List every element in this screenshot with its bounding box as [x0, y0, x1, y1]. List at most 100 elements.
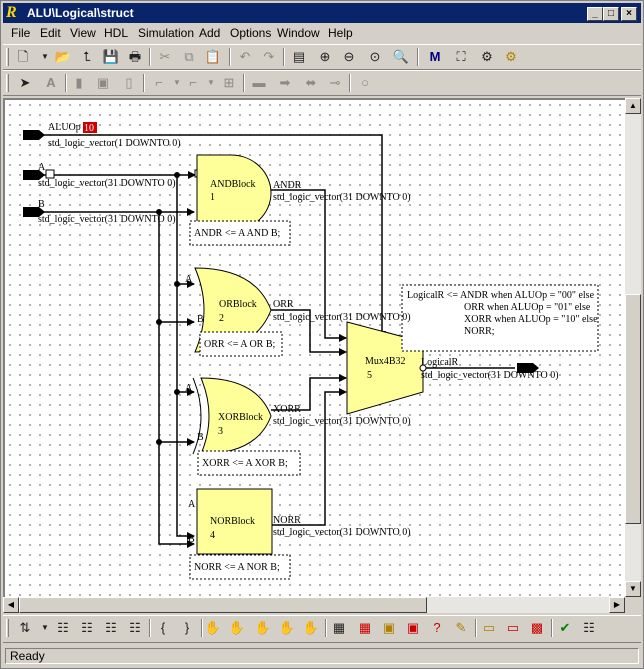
- menu-add[interactable]: Add: [199, 26, 221, 40]
- hand-cross-icon[interactable]: ✋: [228, 620, 246, 635]
- add-component-icon[interactable]: ▣: [96, 75, 110, 90]
- menu-options[interactable]: Options: [230, 26, 272, 40]
- menu-window[interactable]: Window: [277, 26, 320, 40]
- xor-code-text: XORR <= A XOR B;: [202, 458, 288, 469]
- zoom-in-icon[interactable]: ⊕: [319, 49, 331, 64]
- connector-icon[interactable]: ○: [361, 75, 369, 90]
- toolbar-separator: [325, 619, 327, 637]
- toolbar-grip: [6, 48, 9, 66]
- xor-block[interactable]: [200, 377, 272, 455]
- nor-code-box[interactable]: [189, 554, 291, 580]
- note-cross-icon[interactable]: ▣: [406, 620, 420, 635]
- dropdown-arrow-icon[interactable]: ▼: [173, 78, 181, 87]
- hand-select-icon[interactable]: ✋: [302, 620, 320, 635]
- vertical-scroll-thumb[interactable]: [625, 294, 641, 524]
- add-bus-icon[interactable]: ⌐: [189, 75, 197, 90]
- paste-icon[interactable]: 📋: [204, 49, 222, 64]
- number-cross-icon[interactable]: ▭: [506, 620, 520, 635]
- menu-file[interactable]: File: [11, 26, 31, 40]
- block-diagram-canvas[interactable]: ALUOp 10 std_logic_vector(1 DOWNTO 0) A …: [3, 98, 625, 597]
- modelsim-icon[interactable]: M: [429, 49, 441, 64]
- horizontal-scrollbar[interactable]: ◀ ▶: [3, 597, 625, 613]
- list-mark-icon[interactable]: ☷: [81, 620, 93, 635]
- toolbar-grip: [6, 74, 9, 92]
- help-cross-icon[interactable]: ?: [433, 620, 441, 635]
- text-tool-icon[interactable]: A: [46, 75, 56, 90]
- select-arrow-icon[interactable]: ➤: [19, 75, 31, 90]
- list-up-icon[interactable]: ☷: [105, 620, 117, 635]
- mux-code-box[interactable]: [401, 284, 599, 352]
- add-block-icon[interactable]: ▮: [75, 75, 83, 90]
- zoom-area-icon[interactable]: 🔍: [392, 49, 410, 64]
- horizontal-scroll-thumb[interactable]: [19, 597, 427, 613]
- buffer-port-icon[interactable]: ⊸: [329, 75, 341, 90]
- maximize-button[interactable]: □: [603, 7, 619, 21]
- table-icon[interactable]: ▦: [332, 620, 346, 635]
- dropdown-arrow-icon[interactable]: ▼: [207, 78, 215, 87]
- dropdown-arrow-icon[interactable]: ▼: [41, 52, 49, 61]
- xor-code-box[interactable]: [197, 450, 301, 476]
- close-button[interactable]: ×: [621, 7, 637, 21]
- zoom-fit-icon[interactable]: ⊙: [369, 49, 381, 64]
- or-code-box[interactable]: [199, 331, 283, 357]
- and-block[interactable]: [196, 154, 272, 232]
- minimize-button[interactable]: _: [587, 7, 603, 21]
- zoom-out-icon[interactable]: ⊖: [343, 49, 355, 64]
- list-check-icon[interactable]: ☷: [583, 620, 595, 635]
- number-icon[interactable]: ▭: [482, 620, 496, 635]
- highlight-pen-icon[interactable]: ✎: [455, 620, 467, 635]
- menu-simulation[interactable]: Simulation: [138, 26, 195, 40]
- title-bar[interactable]: R ALU\Logical\struct _ □ ×: [3, 3, 641, 23]
- scroll-right-icon[interactable]: ▶: [609, 597, 625, 613]
- menu-view[interactable]: View: [70, 26, 96, 40]
- table-cross-icon[interactable]: ▦: [358, 620, 372, 635]
- mux-code-line: XORR when ALUOp = "10" else: [464, 314, 598, 325]
- redo-icon[interactable]: ↷: [263, 49, 275, 64]
- hierarchy-icon[interactable]: ⛶: [456, 49, 466, 64]
- print-icon[interactable]: 🖶: [128, 49, 142, 64]
- scroll-up-icon[interactable]: ▲: [625, 98, 641, 114]
- inout-port-icon[interactable]: ⬌: [305, 75, 317, 90]
- and-code-box[interactable]: [189, 220, 291, 246]
- open-folder-icon[interactable]: 📂: [54, 49, 72, 64]
- brace-close-icon[interactable]: }: [184, 620, 190, 635]
- add-embedded-icon[interactable]: ▯: [125, 75, 133, 90]
- sort-icon[interactable]: ⇅: [19, 620, 31, 635]
- input-port-icon[interactable]: ▬: [252, 75, 266, 90]
- aluop-port-icon[interactable]: [23, 130, 45, 140]
- save-icon[interactable]: 💾: [102, 49, 120, 64]
- cut-icon[interactable]: ✂: [159, 49, 171, 64]
- grid-cross-icon[interactable]: ▩: [530, 620, 544, 635]
- a-port-icon[interactable]: [23, 170, 45, 180]
- output-port-icon[interactable]: ➡: [279, 75, 291, 90]
- check-icon[interactable]: ✔: [559, 620, 571, 635]
- new-file-icon[interactable]: 🗋: [17, 49, 29, 64]
- dropdown-arrow-icon[interactable]: ▼: [41, 623, 49, 632]
- scroll-down-icon[interactable]: ▼: [625, 581, 641, 597]
- logicalr-port-icon[interactable]: [517, 363, 539, 373]
- menu-edit[interactable]: Edit: [40, 26, 61, 40]
- add-signal-icon[interactable]: ⌐: [155, 75, 163, 90]
- note-icon[interactable]: ▣: [382, 620, 396, 635]
- hand-blue-icon[interactable]: ✋: [278, 620, 296, 635]
- bundle-icon[interactable]: ⊞: [223, 75, 235, 90]
- toolbar-separator: [349, 74, 351, 92]
- components-icon[interactable]: ⚙: [481, 49, 493, 64]
- brace-open-icon[interactable]: {: [160, 620, 166, 635]
- list-align-icon[interactable]: ☷: [129, 620, 141, 635]
- properties-icon[interactable]: ▤: [292, 49, 306, 64]
- menu-hdl[interactable]: HDL: [104, 26, 129, 40]
- hand-icon[interactable]: ✋: [204, 620, 222, 635]
- undo-icon[interactable]: ↶: [239, 49, 251, 64]
- list-down-icon[interactable]: ☷: [57, 620, 69, 635]
- menu-help[interactable]: Help: [328, 26, 353, 40]
- b-port-icon[interactable]: [23, 207, 45, 217]
- nor-block[interactable]: [196, 488, 273, 555]
- vertical-scrollbar[interactable]: ▲ ▼: [625, 98, 641, 597]
- a-port-label: A: [38, 162, 46, 173]
- copy-icon[interactable]: ⧉: [184, 49, 194, 64]
- scroll-left-icon[interactable]: ◀: [3, 597, 19, 613]
- library-icon[interactable]: ⚙: [505, 49, 517, 64]
- hand-cross-all-icon[interactable]: ✋: [254, 620, 272, 635]
- up-folder-icon[interactable]: ⮤: [83, 49, 91, 64]
